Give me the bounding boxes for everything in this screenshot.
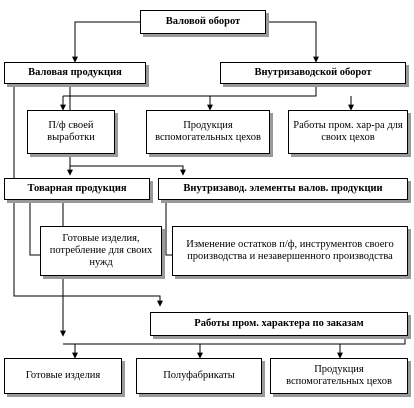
- node-own-semi-finished: П/ф своей выработки: [27, 110, 115, 154]
- node-own-semi-finished-label: П/ф своей выработки: [47, 120, 95, 143]
- connector-left-spine: [13, 84, 140, 297]
- connector-commodity-finished: [29, 200, 40, 256]
- connector-to-orders: [140, 295, 163, 307]
- connector-root-left: [72, 21, 140, 63]
- node-intra-elements-label: Внутризавод. элементы валов. продукции: [183, 183, 383, 194]
- node-finished-goods: Готовые изделия: [4, 358, 122, 394]
- node-auxiliary-shops-output: Продукция вспомогательных цехов: [270, 358, 408, 394]
- node-gross-output: Валовая продукция: [4, 62, 146, 84]
- connector-intra-bus: [63, 84, 317, 110]
- node-intra-turnover-label: Внутризаводской оборот: [254, 67, 372, 78]
- node-finished-goods-own-needs-label: Готовые изделия, потребление для своих н…: [49, 233, 153, 268]
- node-industrial-works-own: Работы пром. хар-ра для своих цехов: [288, 110, 408, 154]
- node-intra-elements: Внутризавод. элементы валов. продукции: [158, 178, 408, 200]
- node-auxiliary-shops: Продукция вспомогательных цехов: [146, 110, 270, 154]
- connector-intra-balance: [165, 200, 172, 256]
- node-finished-goods-own-needs: Готовые изделия, потребление для своих н…: [40, 226, 162, 276]
- node-gross-output-label: Валовая продукция: [28, 67, 122, 78]
- node-gross-turnover-label: Валовой оборот: [165, 16, 241, 27]
- node-auxiliary-shops-output-label: Продукция вспомогательных цехов: [286, 364, 392, 387]
- node-intra-turnover: Внутризаводской оборот: [220, 62, 406, 84]
- node-gross-turnover: Валовой оборот: [140, 10, 266, 34]
- node-commodity-output-label: Товарная продукция: [27, 183, 127, 194]
- connector-root-right: [266, 21, 319, 63]
- connector-bottom-bus: [63, 336, 406, 345]
- node-industrial-works-orders: Работы пром. характера по заказам: [150, 312, 408, 336]
- node-commodity-output: Товарная продукция: [4, 178, 150, 200]
- node-auxiliary-shops-label: Продукция вспомогательных цехов: [155, 120, 261, 143]
- connector-gross-intra: [70, 165, 186, 176]
- node-finished-goods-label: Готовые изделия: [25, 370, 101, 381]
- node-balance-change: Изменение остатков п/ф, инструментов сво…: [172, 226, 408, 276]
- node-semi-finished: Полуфабрикаты: [136, 358, 262, 394]
- node-semi-finished-label: Полуфабрикаты: [163, 370, 235, 381]
- node-industrial-works-orders-label: Работы пром. характера по заказам: [194, 318, 364, 329]
- node-industrial-works-own-label: Работы пром. хар-ра для своих цехов: [293, 120, 403, 143]
- node-balance-change-label: Изменение остатков п/ф, инструментов сво…: [186, 239, 394, 262]
